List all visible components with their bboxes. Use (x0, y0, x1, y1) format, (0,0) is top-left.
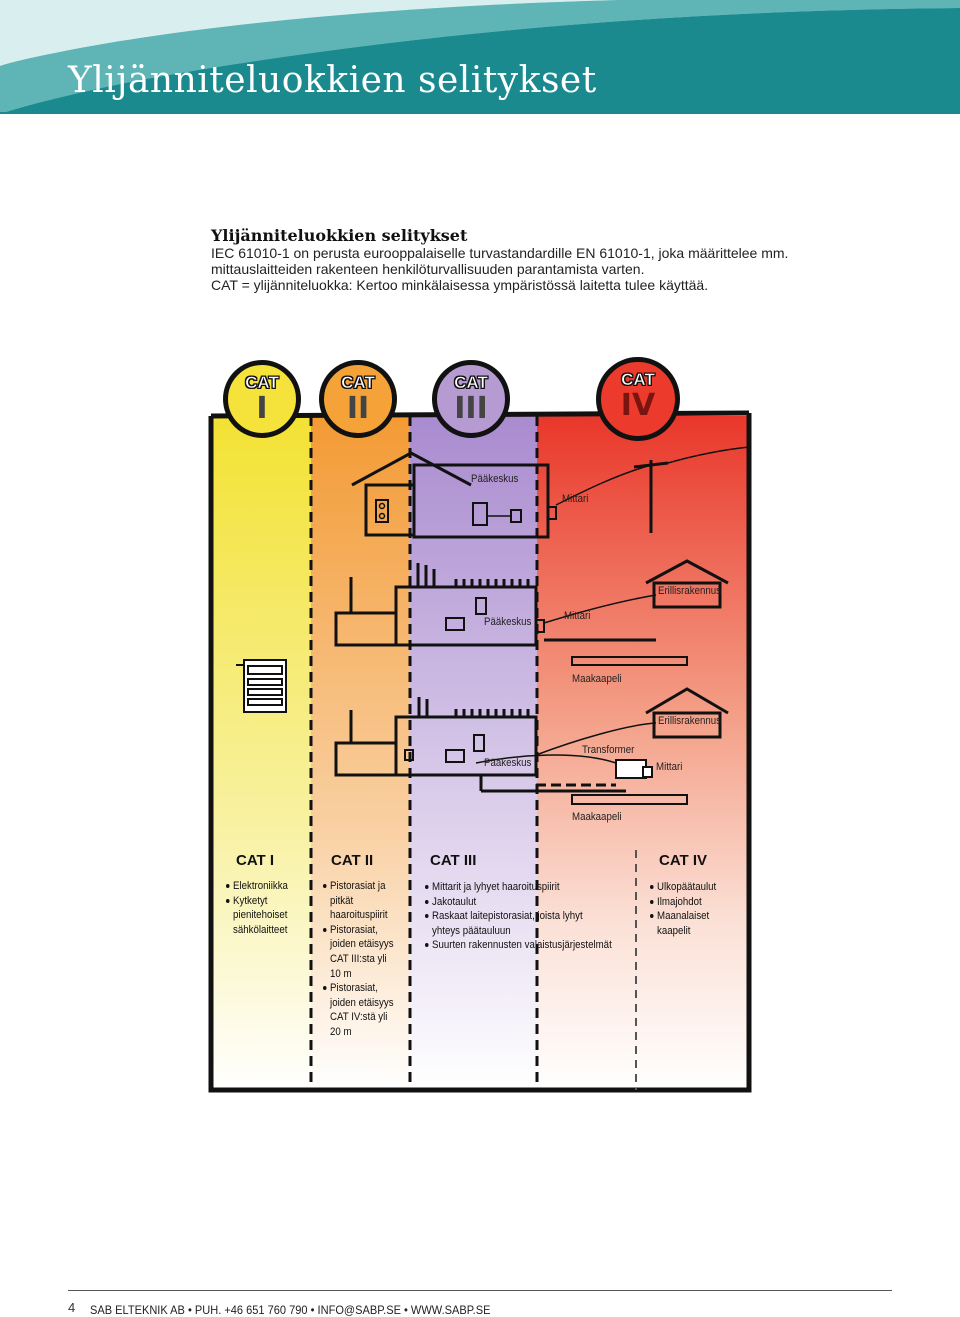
zone-cat4 (537, 416, 749, 1090)
cat2-title: CAT II (331, 852, 374, 869)
footer-contact: SAB ELTEKNIK AB • PUH. +46 651 760 790 •… (90, 1303, 491, 1317)
list-item: Jakotaulut (425, 895, 619, 910)
list-item: Maanalaiset kaapelit (650, 909, 738, 938)
label-maakaapeli: Maakaapeli (572, 811, 622, 823)
list-item: Raskaat laitepistorasiat, joista lyhyt y… (425, 909, 619, 938)
cat1-list: Elektroniikka Kytketyt pienitehoiset säh… (226, 879, 305, 937)
list-item: Mittarit ja lyhyet haaroituspiirit (425, 880, 619, 895)
cat4-title: CAT IV (659, 852, 708, 869)
badge-cat4: CAT IV (596, 357, 680, 441)
list-item: Pistorasiat ja pitkät haaroituspiirit (323, 879, 402, 923)
cat2-list: Pistorasiat ja pitkät haaroituspiirit Pi… (323, 879, 402, 1040)
intro-heading: Ylijänniteluokkien selitykset (211, 226, 468, 245)
list-item: Kytketyt pienitehoiset sähkölaitteet (226, 894, 305, 938)
factory-row2 (334, 563, 688, 666)
label-paakeskus: Pääkeskus (484, 616, 532, 628)
intro-line: IEC 61010-1 on perusta eurooppalaiselle … (211, 245, 789, 261)
factory-row3 (334, 697, 688, 805)
label-mittari: Mittari (656, 761, 683, 773)
printer-icon (236, 659, 287, 713)
house-row1 (351, 451, 557, 539)
label-erillisrakennus: Erillisrakennus (658, 715, 721, 727)
header-banner: Ylijänniteluokkien selitykset (0, 0, 960, 114)
cat3-title: CAT III (430, 852, 477, 869)
cat-diagram-graphic (208, 410, 752, 1093)
intro-line: CAT = ylijänniteluokka: Kertoo minkälais… (211, 277, 709, 293)
list-item: Ulkopäätaulut (650, 880, 738, 895)
zone-cat1 (211, 416, 311, 1090)
list-item: Elektroniikka (226, 879, 305, 894)
page-number: 4 (68, 1300, 76, 1315)
cat3-list: Mittarit ja lyhyet haaroituspiirit Jakot… (425, 880, 619, 953)
utility-pole (555, 446, 750, 533)
label-maakaapeli: Maakaapeli (572, 673, 622, 685)
cat4-list: Ulkopäätaulut Ilmajohdot Maanalaiset kaa… (650, 880, 738, 938)
label-paakeskus: Pääkeskus (484, 757, 532, 769)
page-title: Ylijänniteluokkien selitykset (68, 60, 597, 101)
label-paakeskus: Pääkeskus (471, 473, 519, 485)
erillisrakennus-row2 (543, 559, 729, 624)
list-item: Pistorasiat, joiden etäisyys CAT IV:stä … (323, 981, 402, 1039)
badge-cat3: CAT III (432, 360, 510, 438)
list-item: Suurten rakennusten valaistusjärjestelmä… (425, 938, 619, 953)
label-mittari: Mittari (564, 610, 591, 622)
footer-divider (68, 1290, 892, 1291)
badge-cat1: CAT I (223, 360, 301, 438)
list-item: Ilmajohdot (650, 895, 738, 910)
intro-line: mittauslaitteiden rakenteen henkilöturva… (211, 261, 645, 277)
label-transformer: Transformer (582, 744, 635, 756)
intro-section: Ylijänniteluokkien selitykset IEC 61010-… (211, 226, 851, 294)
label-erillisrakennus: Erillisrakennus (658, 585, 721, 597)
transformer-icon (475, 754, 653, 779)
cat-diagram: CAT I CAT II CAT III CAT IV Pääkeskus Mi… (206, 355, 754, 1095)
erillisrakennus-row3 (535, 687, 729, 756)
zone-cat2 (311, 416, 410, 1090)
cat1-title: CAT I (236, 852, 275, 869)
badge-cat2: CAT II (319, 360, 397, 438)
list-item: Pistorasiat, joiden etäisyys CAT III:sta… (323, 923, 402, 981)
zone-cat3 (410, 416, 537, 1090)
label-mittari: Mittari (562, 493, 589, 505)
diagram-frame (208, 413, 752, 1093)
header-background (0, 0, 960, 114)
